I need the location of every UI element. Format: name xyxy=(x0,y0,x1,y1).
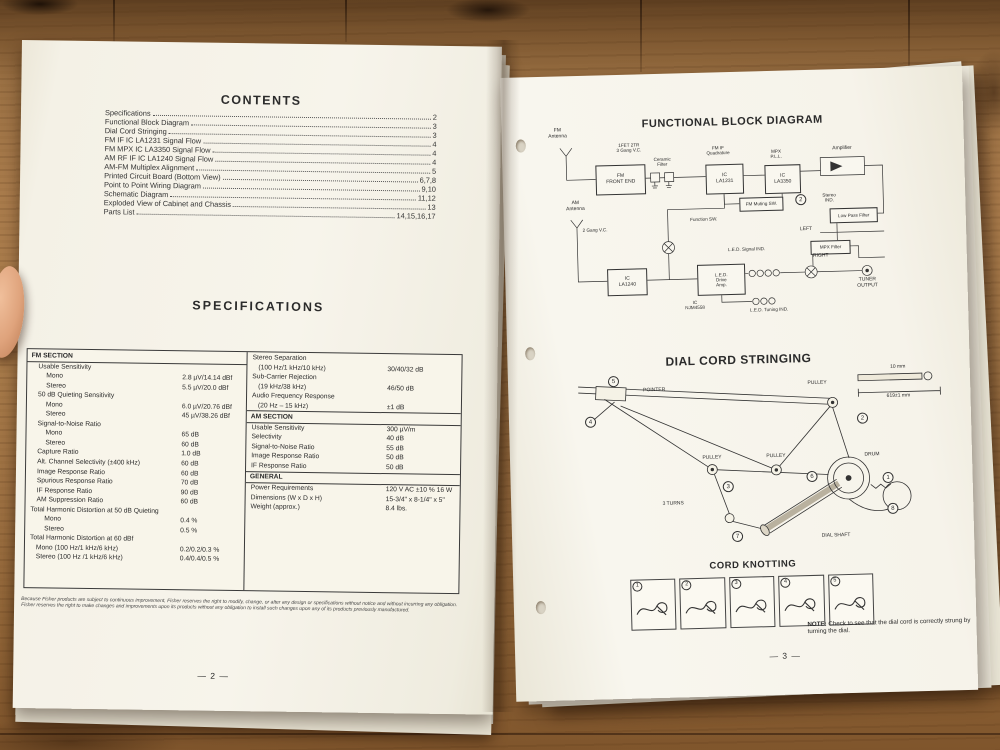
ic-la1240-block: IC LA1240 xyxy=(607,268,648,297)
dial-shaft-label: DIAL SHAFT xyxy=(821,531,851,539)
fm-antenna-label: FM Antenna xyxy=(548,127,567,140)
toc-dot-leader xyxy=(136,213,395,219)
ceramic-filter-label: Ceramic Filter xyxy=(653,156,671,168)
spec-value: 0.4/0.4/0.5 % xyxy=(179,555,220,564)
note-text: NOTE: Check to see that the dial cord is… xyxy=(807,617,971,636)
knot-step-number: 5 xyxy=(829,576,841,587)
left-page-number: — 2 — xyxy=(197,670,229,681)
knot-drawing xyxy=(735,599,767,613)
mpx-pll-label: MPX P.L.L. xyxy=(770,148,782,160)
toc-item-page: 5 xyxy=(432,166,437,176)
low-pass-filter-block: Low Pass Filter xyxy=(829,207,878,224)
punch-hole xyxy=(515,139,526,153)
toc-item-page: 3 xyxy=(432,130,437,140)
left-channel-label: LEFT xyxy=(799,225,813,233)
ic-la3350-block: IC LA3350 xyxy=(764,164,802,195)
knot-step-number: 3 xyxy=(731,578,742,590)
pulley-label-left: PULLEY xyxy=(702,454,722,461)
note-body: Check to see that the dial cord is corre… xyxy=(807,616,971,636)
toc-item-page: 9,10 xyxy=(421,184,437,194)
contents-title: CONTENTS xyxy=(220,92,302,108)
legal-footnote: Because Fisher products are subject to c… xyxy=(21,596,458,614)
knot-panel: 2 xyxy=(679,577,727,630)
spec-value: 8.4 lbs. xyxy=(385,505,408,513)
wood-plank-joint xyxy=(908,0,910,80)
toc-item-page: 14,15,16,17 xyxy=(396,211,436,221)
toc-item-page: 4 xyxy=(432,157,437,167)
spec-row: Weight (approx.) 8.4 lbs. xyxy=(247,502,457,514)
fm-muting-sw-block: FM Muting SW. xyxy=(739,196,784,212)
note-label: NOTE: xyxy=(807,620,827,629)
knot-drawing xyxy=(834,597,866,611)
punch-hole xyxy=(535,600,547,615)
right-page-number: — 3 — xyxy=(769,650,802,662)
wood-plank-joint xyxy=(640,0,642,72)
am-antenna-label: AM Antenna xyxy=(566,199,585,213)
spec-value: 50 dB xyxy=(386,464,404,472)
toc-item-page: 13 xyxy=(427,202,436,212)
block-diagram-lines xyxy=(559,147,885,305)
dial-cord-diagram: POINTER PULLEY PULLEY PULLEY DRUM 3 TURN… xyxy=(548,363,963,560)
spec-label: (20 Hz – 15 kHz) xyxy=(257,402,309,410)
toc-item-page: 2 xyxy=(432,112,438,122)
fm-if-quadrature-label: FM IF Quadrature xyxy=(706,145,730,156)
knot-panel: 1 xyxy=(630,578,677,631)
tuner-output-label: TUNER OUTPUT xyxy=(857,276,878,289)
manual-right-page: FUNCTIONAL BLOCK DIAGRAM xyxy=(500,65,979,702)
knot-panel: 4 xyxy=(778,574,826,627)
drum-label: DRUM xyxy=(864,451,880,458)
knot-step-number: 1 xyxy=(632,581,643,592)
pointer-label: POINTER xyxy=(643,386,666,394)
knot-panel: 5 xyxy=(827,573,875,626)
length-10mm-label: 10 mm xyxy=(889,363,906,370)
knot-step-number: 2 xyxy=(681,580,692,591)
knot-step-number: 4 xyxy=(780,577,791,588)
toc-item-page: 4 xyxy=(432,139,437,149)
right-channel-label: RIGHT xyxy=(812,252,829,259)
spec-label: Stereo (100 Hz /1 kHz/6 kHz) xyxy=(35,553,123,562)
toc-item-label: Parts List xyxy=(103,207,135,217)
ic-njm4558-label: IC NJM4558 xyxy=(685,299,705,311)
toc-item-page: 4 xyxy=(432,148,437,158)
knot-drawing xyxy=(685,600,717,614)
wood-plank-joint xyxy=(345,0,347,42)
knot-drawing xyxy=(784,598,816,612)
cord-knotting-title: CORD KNOTTING xyxy=(709,558,797,572)
ic-la1231-block: IC LA1231 xyxy=(705,163,745,195)
spec-label: IF Response Ratio xyxy=(251,462,307,471)
ifet-label: 1FET 2TR 3 Gang V.C. xyxy=(616,142,642,154)
toc-item-page: 3 xyxy=(432,121,437,131)
toc-item-page: 11,12 xyxy=(417,193,436,203)
specifications-title: SPECIFICATIONS xyxy=(192,298,325,315)
pulley-label-mid: PULLEY xyxy=(766,452,786,460)
three-turns-label: 3 TURNS xyxy=(662,500,684,507)
knot-panels: 1 2 3 4 5 xyxy=(630,573,875,631)
spec-label: Weight (approx.) xyxy=(250,503,300,512)
spec-value: ±1 dB xyxy=(386,403,405,412)
led-drive-amp-block: L.E.D. Drive Amp. xyxy=(696,263,746,296)
functional-block-diagram: FM Antenna 1FET 2TR 3 Gang V.C. FM FRONT… xyxy=(529,119,944,340)
dial-cord-lines xyxy=(578,371,941,536)
spec-row: Stereo (100 Hz /1 kHz/6 kHz) 0.4/0.4/0.5 … xyxy=(27,553,242,566)
stereo-indicator-label: Stereo IND. xyxy=(822,192,837,203)
wood-plank-joint xyxy=(113,0,115,44)
knot-drawing xyxy=(636,602,668,616)
knot-panel: 3 xyxy=(728,575,776,629)
spec-column-right: Stereo Separation(100 Hz/1 kHz/10 kHz)30… xyxy=(243,352,462,594)
fm-front-end-block: FM FRONT END xyxy=(595,164,647,196)
pulley-label-top: PULLEY xyxy=(807,379,827,387)
wood-plank-joint xyxy=(0,733,1000,735)
toc-item-page: 6,7,8 xyxy=(419,175,437,185)
